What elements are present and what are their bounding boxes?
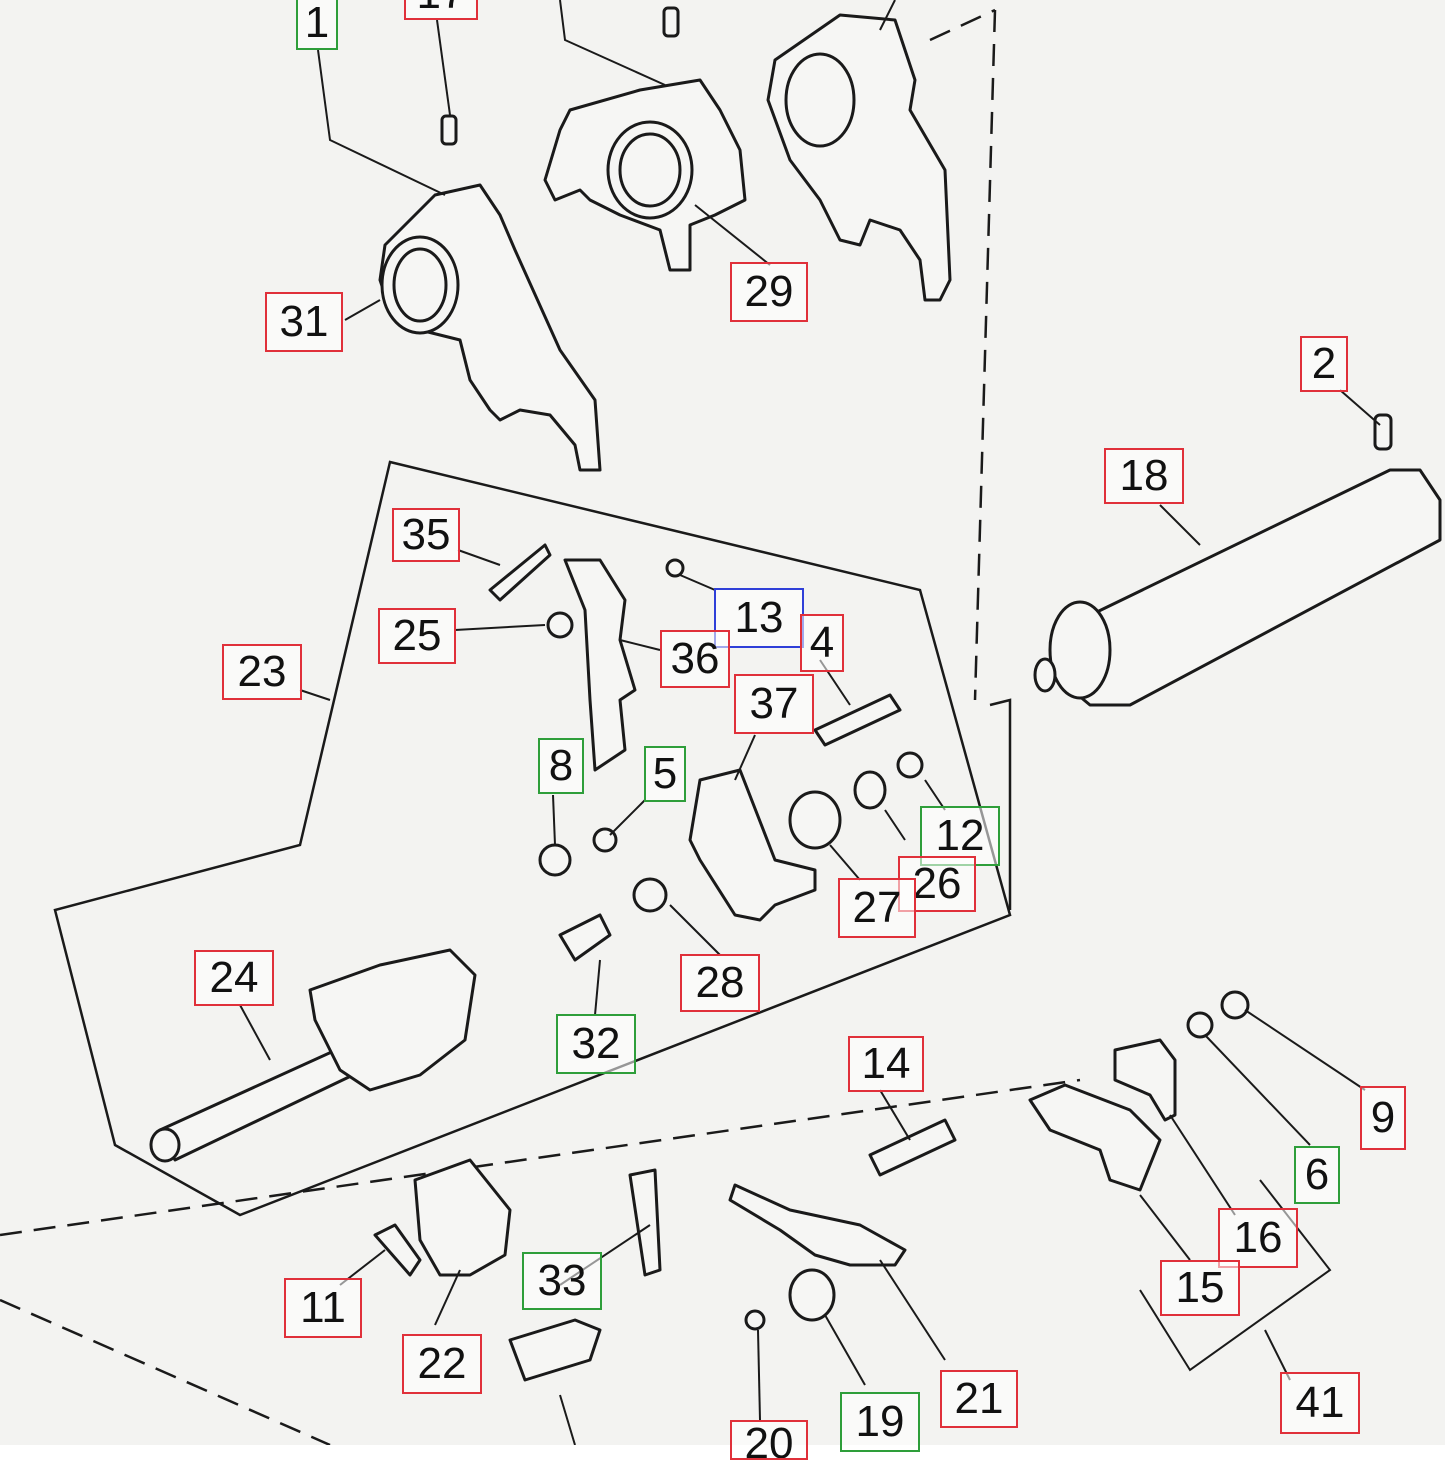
callout-14: 14: [848, 1036, 924, 1092]
roller-19: [788, 1268, 836, 1322]
callout-28: 28: [680, 954, 760, 1012]
callout-33: 33: [522, 1252, 602, 1310]
callout-36: 36: [660, 630, 730, 688]
callout-25: 25: [378, 608, 456, 664]
leader-lines: [239, 0, 1381, 1445]
clip-20: [744, 1309, 766, 1331]
callout-6: 6: [1294, 1146, 1340, 1204]
shift-fork-29: [543, 6, 747, 272]
spring-33: [628, 1168, 662, 1277]
shift-fork-31: [378, 114, 602, 472]
spring-35: [488, 543, 552, 602]
callout-11: 11: [284, 1278, 362, 1338]
callout-1: 1: [296, 0, 338, 50]
plate-22: [413, 1158, 512, 1277]
shaft-24: [149, 948, 477, 1163]
clip-11: [373, 1223, 422, 1277]
bushing-27: [788, 790, 842, 850]
callout-32: 32: [556, 1014, 636, 1074]
callout-20: 20: [730, 1420, 808, 1460]
washer-28: [632, 877, 668, 913]
callout-9: 9: [1360, 1086, 1406, 1150]
callout-35: 35: [392, 508, 460, 562]
frame-right-edge: [989, 698, 1012, 910]
shift-drum-18: [1033, 413, 1442, 707]
shift-fork-upper: [766, 13, 952, 302]
boundary-dash-right: [973, 9, 997, 701]
callout-24: 24: [194, 950, 274, 1006]
callout-41: 41: [1280, 1372, 1360, 1434]
spring-32: [558, 913, 612, 962]
washer-6: [1186, 1011, 1214, 1039]
callout-2: 2: [1300, 336, 1348, 392]
plate-16: [1113, 1038, 1177, 1122]
plate-15: [1028, 1083, 1162, 1192]
lever-21: [728, 1183, 907, 1267]
callout-8: 8: [538, 738, 584, 794]
nut-12: [896, 751, 924, 779]
pin-14: [868, 1118, 957, 1177]
callout-19: 19: [840, 1392, 920, 1452]
callout-15: 15: [1160, 1260, 1240, 1316]
boundary-dash-top: [929, 8, 996, 42]
assembly-frame: [53, 460, 1012, 1217]
nut-9: [1220, 990, 1250, 1020]
callout-31: 31: [265, 292, 343, 352]
washer-25: [546, 611, 574, 639]
bolt: [508, 1318, 602, 1382]
callout-37: 37: [734, 674, 814, 734]
ball-13: [665, 558, 685, 578]
callout-23: 23: [222, 644, 302, 700]
callout-17: 17: [404, 0, 478, 20]
washer-26: [853, 770, 887, 810]
callout-5: 5: [644, 746, 686, 802]
nut-8: [538, 843, 572, 877]
callout-22: 22: [402, 1334, 482, 1394]
callout-21: 21: [940, 1370, 1018, 1428]
boundary-dash-lower: [0, 1078, 1081, 1237]
plate-37: [688, 768, 817, 922]
callout-4: 4: [800, 614, 844, 672]
pin-4: [813, 693, 902, 747]
lever-36: [563, 558, 637, 772]
callout-27: 27: [838, 878, 916, 938]
callout-29: 29: [730, 262, 808, 322]
callout-16: 16: [1218, 1208, 1298, 1268]
callout-18: 18: [1104, 448, 1184, 504]
boundary-dash-bottom: [0, 1298, 331, 1445]
